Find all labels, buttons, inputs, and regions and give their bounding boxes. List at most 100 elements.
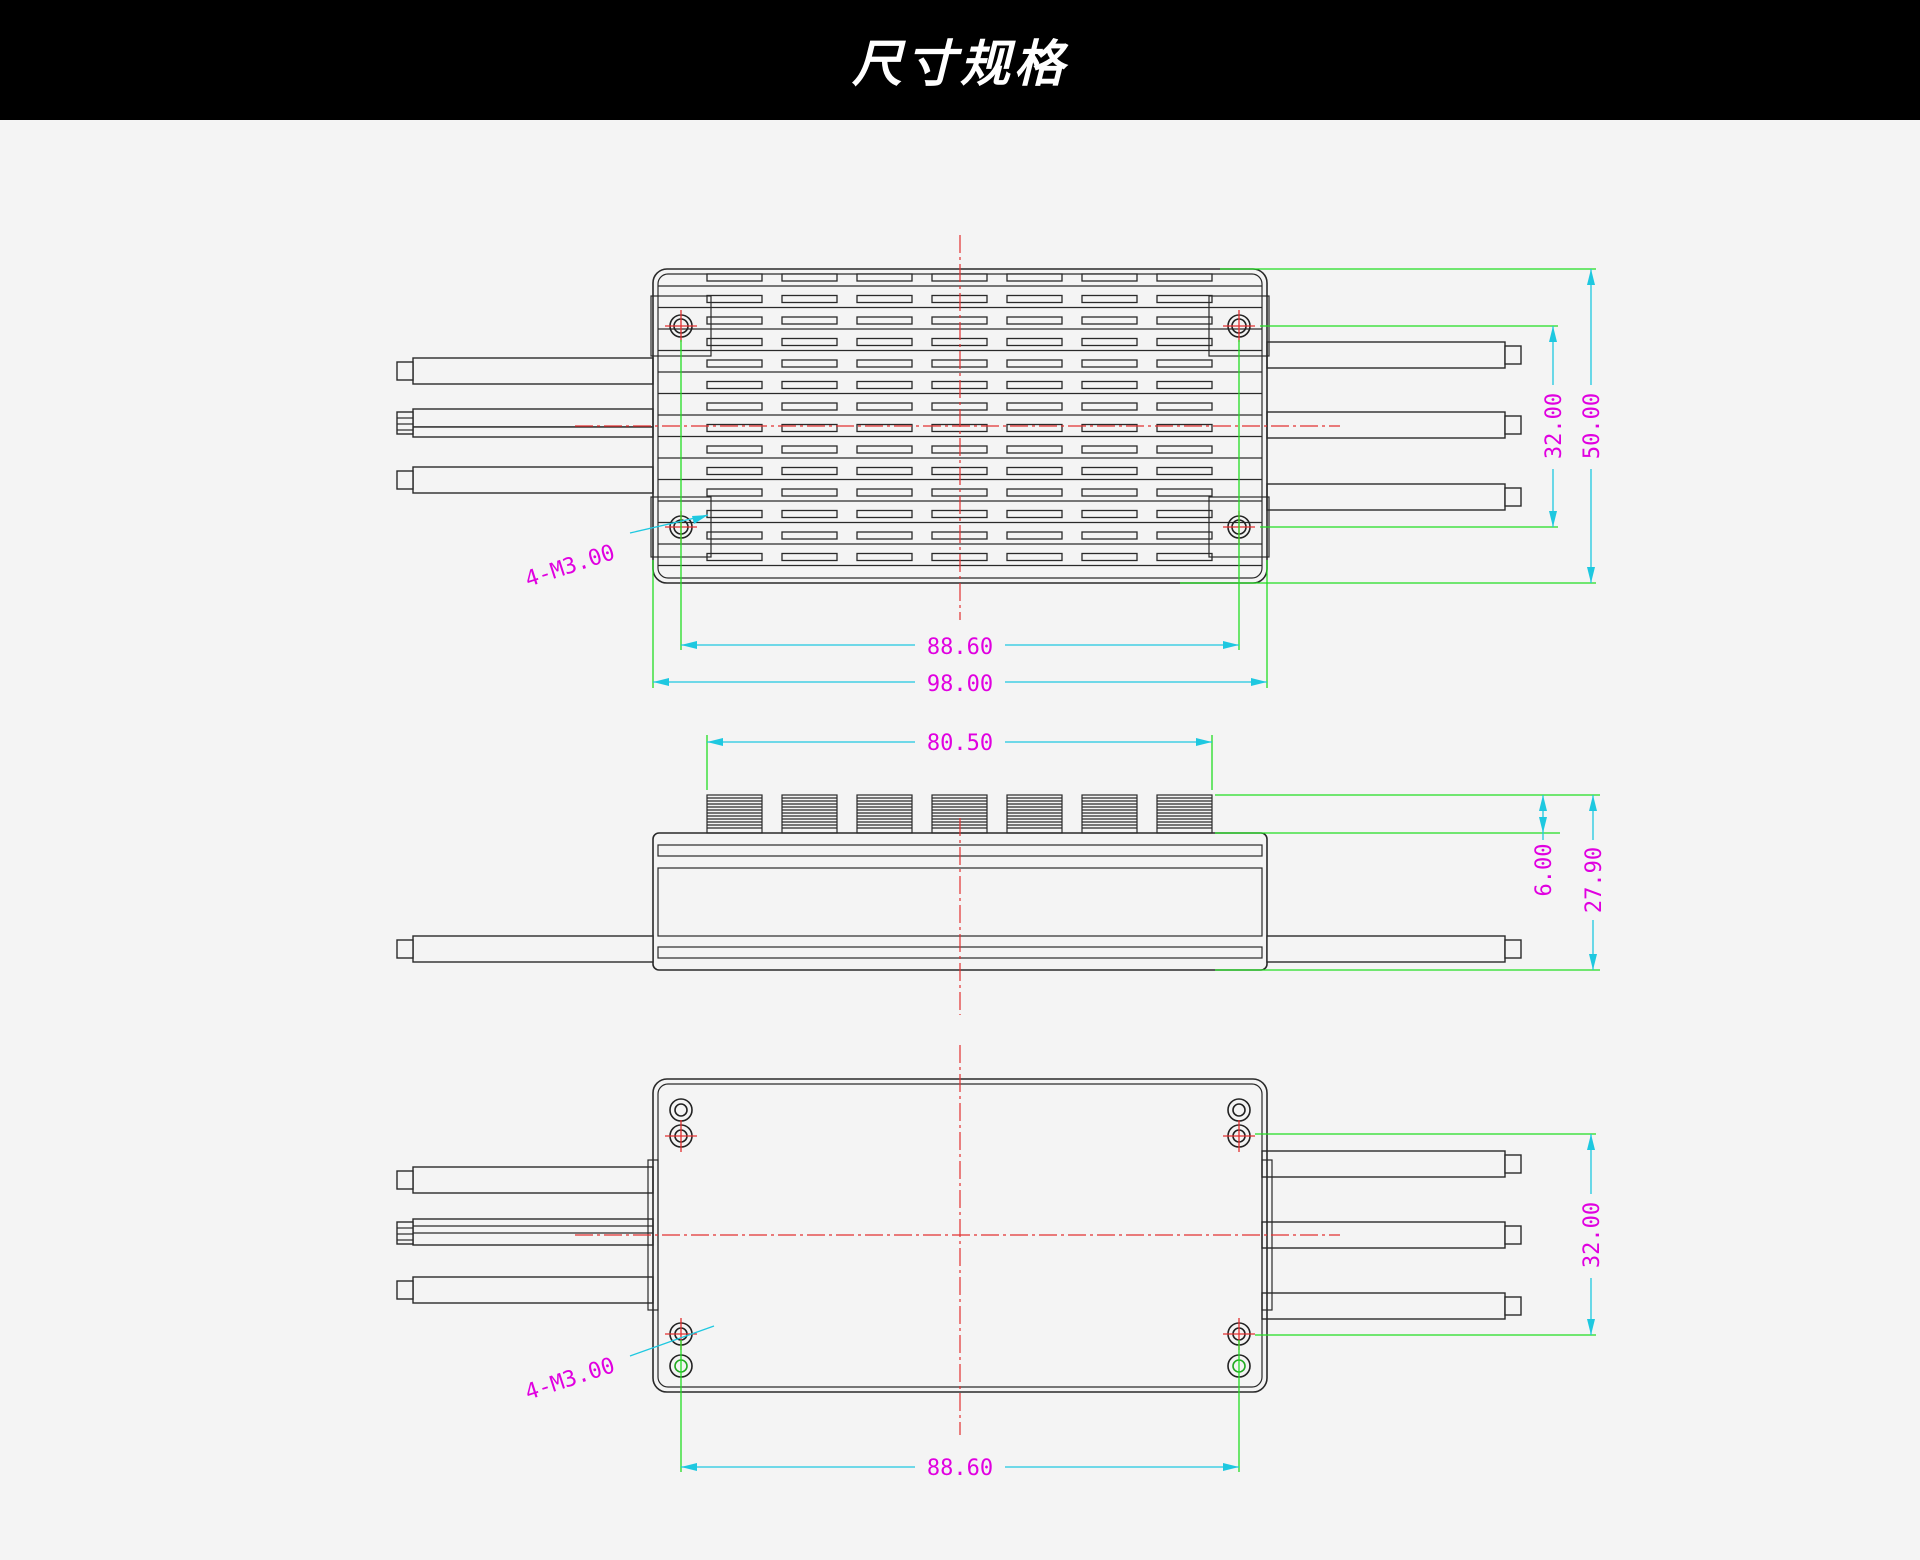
- fin-slot: [1156, 423, 1213, 433]
- fin-slot: [856, 509, 913, 519]
- dimension-drawing: 88.60 98.00 32.00 50.00 4-M3.00: [396, 235, 1607, 1481]
- fin-slot: [1081, 273, 1138, 282]
- side-fin: [1156, 794, 1213, 834]
- fin-slot: [1006, 552, 1063, 562]
- side-fin: [706, 794, 763, 834]
- bottom-hole-label: 4-M3.00: [522, 1353, 618, 1405]
- fin-slot: [1006, 466, 1063, 476]
- fin-slot: [706, 423, 763, 433]
- fin-slot: [706, 466, 763, 476]
- fin-slot: [706, 509, 763, 519]
- fin-slot: [856, 359, 913, 368]
- fin-slot: [856, 445, 913, 454]
- bottom-view: 88.60 32.00 4-M3.00: [396, 1045, 1605, 1481]
- fin-slot: [1081, 445, 1138, 454]
- side-dim-fin-length: 80.50: [927, 731, 993, 756]
- fin-slot: [856, 294, 913, 304]
- fin-slot: [1081, 402, 1138, 411]
- fin-slot: [781, 445, 838, 454]
- fin-slot: [706, 402, 763, 411]
- fin-slot: [1081, 509, 1138, 519]
- fin-slot: [1006, 337, 1063, 347]
- fin-slot: [1006, 509, 1063, 519]
- side-dim-overall-height: 27.90: [1582, 847, 1607, 913]
- fin-slot: [856, 273, 913, 282]
- fin-slot: [781, 316, 838, 325]
- side-fin: [1081, 794, 1138, 834]
- fin-slot: [1006, 488, 1063, 497]
- side-fin: [1006, 794, 1063, 834]
- fin-slot: [856, 423, 913, 433]
- fin-slot: [781, 466, 838, 476]
- fin-slot: [856, 488, 913, 497]
- fin-slot: [1156, 380, 1213, 390]
- mounting-hole: [669, 1098, 693, 1122]
- fin-slot: [1081, 359, 1138, 368]
- side-fin: [856, 794, 913, 834]
- fin-slot: [856, 531, 913, 540]
- fin-slot: [1156, 445, 1213, 454]
- fin-slot: [1156, 359, 1213, 368]
- top-dim-hole-spacing-x: 88.60: [927, 635, 993, 660]
- fin-slot: [1156, 552, 1213, 562]
- fin-slot: [706, 337, 763, 347]
- fin-slot: [856, 316, 913, 325]
- fin-slot: [1156, 488, 1213, 497]
- fin-slot: [1081, 488, 1138, 497]
- fin-slot: [1156, 337, 1213, 347]
- fin-slot: [1156, 402, 1213, 411]
- fin-slot: [1006, 294, 1063, 304]
- fin-slot: [1081, 466, 1138, 476]
- side-dim-fin-height: 6.00: [1532, 844, 1557, 897]
- fin-slot: [1006, 316, 1063, 325]
- fin-slot: [1081, 423, 1138, 433]
- fin-slot: [706, 531, 763, 540]
- mounting-hole: [1227, 1098, 1251, 1122]
- fin-slot: [856, 380, 913, 390]
- page-title: 尺寸规格: [852, 35, 1068, 93]
- right-wires-top: [1266, 341, 1522, 511]
- side-view: 80.50 6.00 27.90: [396, 728, 1607, 1015]
- fin-slot: [1081, 337, 1138, 347]
- fin-slot: [1156, 316, 1213, 325]
- fin-slot: [706, 445, 763, 454]
- top-dim-hole-spacing-y: 32.00: [1542, 393, 1567, 459]
- fin-slot: [1081, 380, 1138, 390]
- fin-slot: [1006, 423, 1063, 433]
- fin-slot: [781, 359, 838, 368]
- bottom-dim-hole-spacing-y: 32.00: [1580, 1202, 1605, 1268]
- fin-slot: [1081, 531, 1138, 540]
- mounting-hole: [665, 1120, 697, 1152]
- fin-slot: [706, 552, 763, 562]
- fin-slot: [706, 359, 763, 368]
- fin-slot: [856, 552, 913, 562]
- top-dim-overall-length: 98.00: [927, 672, 993, 697]
- fin-slot: [781, 402, 838, 411]
- mounting-hole: [1223, 1120, 1255, 1152]
- fin-slot: [1156, 294, 1213, 304]
- fin-slot: [856, 402, 913, 411]
- top-hole-label: 4-M3.00: [522, 540, 618, 592]
- fin-slot: [1156, 466, 1213, 476]
- heatsink-fin-slots: [658, 273, 1262, 567]
- fin-slot: [781, 294, 838, 304]
- fin-slot: [856, 466, 913, 476]
- fin-slot: [1006, 445, 1063, 454]
- fin-slot: [1006, 531, 1063, 540]
- fin-slot: [706, 273, 763, 282]
- fin-slot: [706, 316, 763, 325]
- fin-slot: [1006, 359, 1063, 368]
- fin-slot: [706, 294, 763, 304]
- top-view: 88.60 98.00 32.00 50.00 4-M3.00: [396, 235, 1605, 697]
- fin-slot: [781, 273, 838, 282]
- side-fin: [781, 794, 838, 834]
- fin-slot: [1156, 509, 1213, 519]
- fin-slot: [781, 380, 838, 390]
- fin-slot: [706, 380, 763, 390]
- fin-slot: [781, 488, 838, 497]
- fin-slot: [1156, 273, 1213, 282]
- fin-slot: [706, 488, 763, 497]
- fin-slot: [1081, 294, 1138, 304]
- fin-slot: [1006, 380, 1063, 390]
- top-dim-overall-width: 50.00: [1580, 393, 1605, 459]
